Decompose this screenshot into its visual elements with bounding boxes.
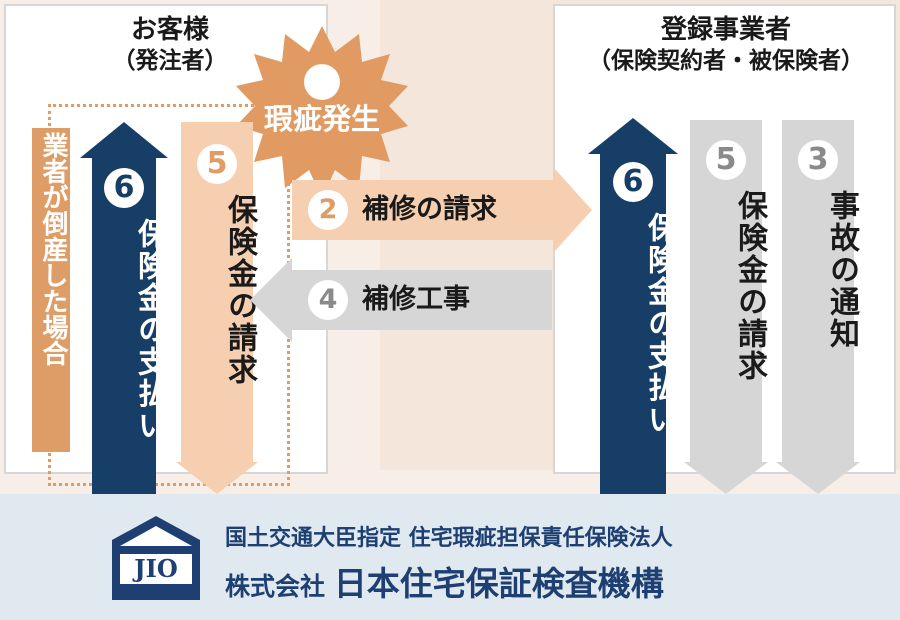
business-claim-arrow: 5 保険金の請求 <box>684 120 768 494</box>
accident-notice-label: 事故の通知 <box>824 190 859 350</box>
business-payment-label: 保険金の支払い <box>642 212 677 436</box>
bankruptcy-label-box: 業者が倒産した場合 <box>32 128 70 452</box>
step3-badge: 3 <box>798 140 838 180</box>
repair-work-arrow <box>250 258 552 342</box>
defect-starburst <box>236 26 408 198</box>
business-payment-arrow: 6 保険金の支払い <box>588 118 678 494</box>
step2-circle <box>308 190 348 230</box>
business-title: 登録事業者 <box>660 15 791 45</box>
customer-claim-arrow: 5 保険金の請求 <box>176 122 258 494</box>
step1-number: 1 <box>312 38 332 71</box>
arrow-head-down <box>684 462 768 494</box>
customer-subtitle: （発注者） <box>112 47 228 74</box>
arrow-head-up <box>588 118 678 154</box>
business-subtitle: （保険契約者・被保険者） <box>588 47 864 74</box>
accident-notice-arrow: 3 事故の通知 <box>776 120 860 494</box>
starburst-shape <box>236 26 408 198</box>
step4-circle <box>308 280 348 320</box>
repair-request-arrow <box>292 168 592 252</box>
company-name: 日本住宅保証検査機構 <box>333 564 664 603</box>
repair-request-arrow-shape <box>292 168 592 252</box>
step1-label: 瑕疵発生 <box>263 102 380 136</box>
arrow-head-up <box>80 122 168 158</box>
customer-payment-arrow: 6 保険金の支払い <box>80 122 168 494</box>
bankruptcy-box <box>32 128 70 452</box>
step6-badge: 6 <box>613 162 653 202</box>
step5-badge: 5 <box>706 140 746 180</box>
arrow-shaft <box>600 154 666 494</box>
house-logo-icon <box>112 516 200 600</box>
step2-badge: 2 <box>318 194 338 225</box>
arrow-head-down <box>776 462 860 494</box>
step5-badge: 5 <box>197 144 237 184</box>
step6-badge: 6 <box>104 168 144 208</box>
footer-company: 株式会社 日本住宅保証検査機構 <box>225 557 664 605</box>
repair-work-arrow-shape <box>250 258 552 342</box>
business-claim-label: 保険金の請求 <box>732 190 767 382</box>
customer-claim-label: 保険金の請求 <box>222 194 257 386</box>
jio-logo: JIO <box>108 512 204 604</box>
step4-badge: 4 <box>318 284 338 315</box>
step1-circle <box>304 64 340 100</box>
customer-title-block: お客様 （発注者） <box>90 14 250 75</box>
repair-work-label: 補修工事 <box>362 284 470 315</box>
bankruptcy-label: 業者が倒産した場合 <box>38 132 68 366</box>
business-title-block: 登録事業者 （保険契約者・被保険者） <box>556 14 896 75</box>
customer-payment-label: 保険金の支払い <box>132 218 167 442</box>
footer-designation: 国土交通大臣指定 住宅瑕疵担保責任保険法人 <box>225 526 673 551</box>
repair-request-label: 補修の請求 <box>362 194 497 225</box>
arrow-head-down <box>176 462 258 494</box>
company-prefix: 株式会社 <box>225 572 334 601</box>
logo-text: JIO <box>134 554 178 583</box>
arrow-shaft <box>92 158 156 494</box>
customer-title: お客様 <box>130 15 209 45</box>
